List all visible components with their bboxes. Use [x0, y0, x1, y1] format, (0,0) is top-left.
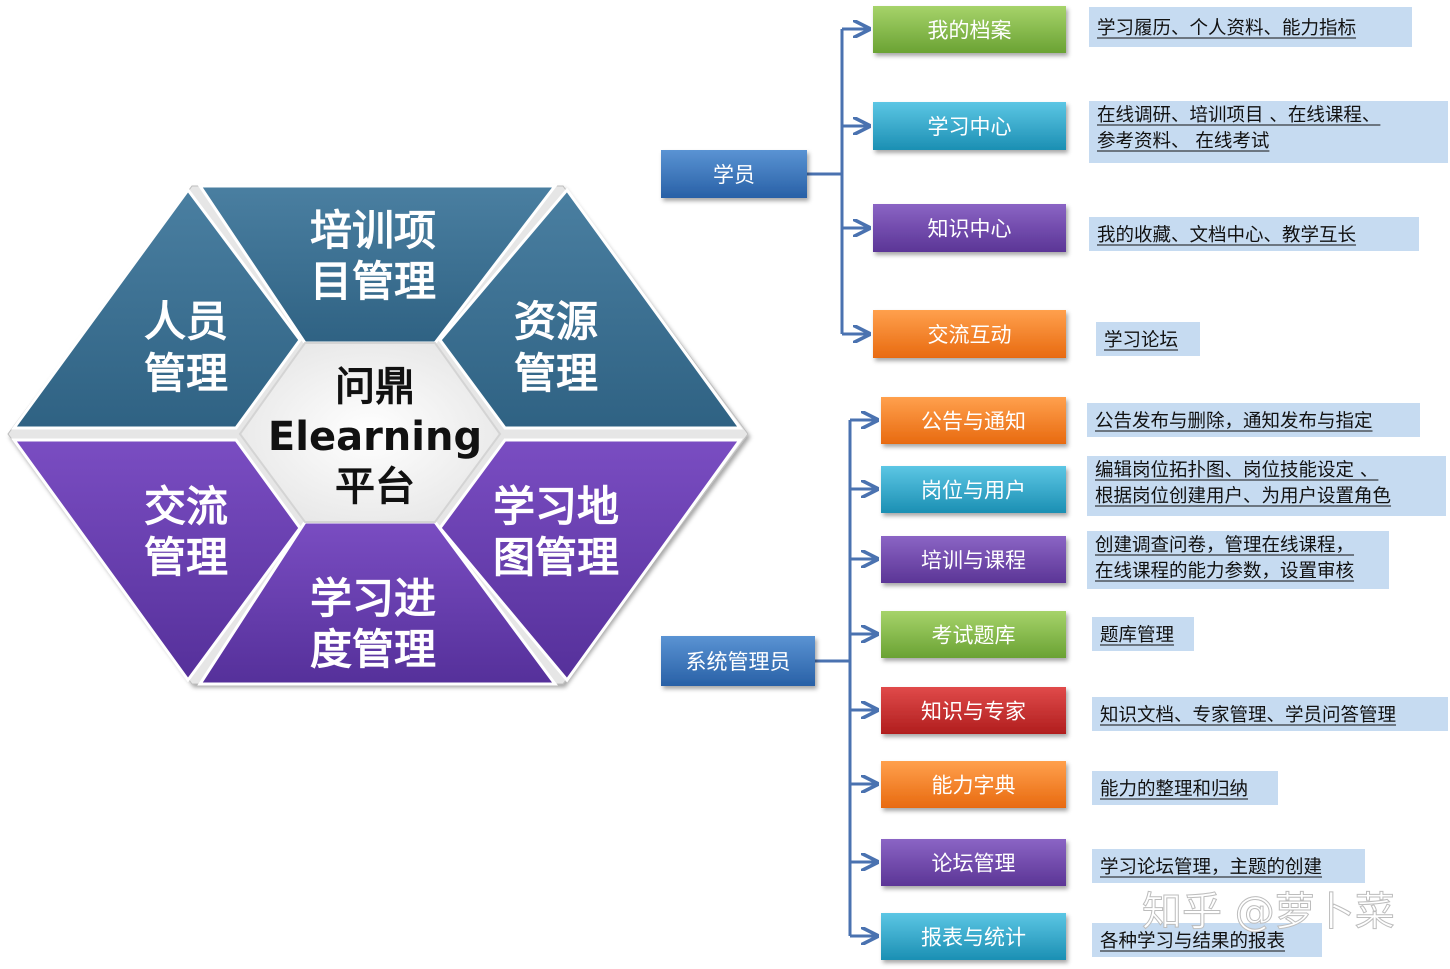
description-text: 根据岗位创建用户、为用户设置角色	[1095, 486, 1391, 507]
description-text: 在线调研、培训项目 、在线课程、	[1097, 105, 1380, 126]
role-label: 系统管理员	[686, 650, 791, 674]
function-item: 我的档案 学习履历、个人资料、能力指标	[842, 6, 1412, 53]
description-box	[1089, 7, 1412, 47]
hex-segment-label-line1: 人员	[144, 297, 228, 346]
hex-segment-label-line2: 度管理	[310, 625, 436, 674]
hex-segment-label-line2: 目管理	[310, 257, 436, 306]
function-box	[873, 310, 1066, 358]
function-box	[881, 611, 1066, 658]
description-text: 学习论坛	[1104, 330, 1178, 351]
function-box	[873, 6, 1066, 53]
function-label: 论坛管理	[932, 852, 1016, 876]
description-text: 各种学习与结果的报表	[1100, 931, 1285, 952]
function-box	[873, 102, 1066, 150]
function-item: 培训与课程 创建调查问卷，管理在线课程， 在线课程的能力参数，设置审核	[850, 531, 1389, 589]
function-item: 考试题库 题库管理	[850, 611, 1194, 658]
description-text: 学习履历、个人资料、能力指标	[1097, 18, 1356, 39]
function-label: 学习中心	[928, 115, 1012, 139]
function-item: 公告与通知 公告发布与删除，通知发布与指定	[850, 397, 1420, 444]
center-title-line1: 问鼎	[335, 364, 415, 410]
description-text: 知识文档、专家管理、学员问答管理	[1100, 705, 1396, 726]
function-box	[881, 536, 1066, 583]
description-box	[1089, 101, 1448, 163]
description-text: 创建调查问卷，管理在线课程，	[1095, 535, 1354, 556]
center-title-line2: Elearning	[268, 414, 482, 460]
description-text: 在线课程的能力参数，设置审核	[1095, 561, 1354, 582]
function-item: 岗位与用户 编辑岗位拓扑图、岗位技能设定 、 根据岗位创建用户、为用户设置角色	[850, 456, 1446, 516]
hex-segment-label-line1: 学习地	[493, 482, 619, 531]
function-box	[881, 839, 1066, 886]
description-text: 我的收藏、文档中心、教学互长	[1097, 225, 1356, 246]
description-box	[1087, 531, 1389, 589]
function-box	[881, 761, 1066, 808]
function-item: 论坛管理 学习论坛管理，主题的创建	[850, 839, 1365, 886]
role-label: 学员	[713, 163, 755, 187]
function-label: 交流互动	[928, 323, 1012, 347]
function-box	[881, 913, 1066, 960]
description-text: 学习论坛管理，主题的创建	[1100, 857, 1322, 878]
description-text: 公告发布与删除，通知发布与指定	[1095, 411, 1373, 432]
watermark: 知乎 @萝卜菜	[1142, 889, 1395, 935]
hexagon-center	[238, 342, 502, 523]
function-label: 知识与专家	[921, 700, 1026, 724]
role-box	[661, 636, 815, 686]
function-item: 知识中心 我的收藏、文档中心、教学互长	[842, 204, 1419, 252]
function-label: 岗位与用户	[921, 479, 1026, 503]
description-text: 编辑岗位拓扑图、岗位技能设定 、	[1095, 460, 1378, 481]
function-label: 培训与课程	[921, 549, 1026, 573]
function-label: 我的档案	[928, 19, 1012, 43]
hex-segment-label-line2: 管理	[144, 349, 228, 398]
function-item: 交流互动 学习论坛	[842, 310, 1200, 358]
hex-segment-upper-left	[11, 187, 302, 430]
center-title-line3: 平台	[335, 464, 415, 510]
hex-segment-label-line2: 管理	[514, 349, 598, 398]
function-box	[881, 397, 1066, 444]
hex-segment-label-line1: 交流	[144, 482, 228, 531]
function-label: 报表与统计	[921, 926, 1026, 950]
function-label: 能力字典	[932, 774, 1016, 798]
description-text: 参考资料、 在线考试	[1097, 131, 1269, 152]
hex-segment-label-line1: 培训项	[310, 206, 436, 255]
function-item: 学习中心 在线调研、培训项目 、在线课程、参考资料、 在线考试	[842, 101, 1448, 163]
function-label: 公告与通知	[921, 410, 1026, 434]
function-label: 知识中心	[928, 217, 1012, 241]
hex-segment-upper-right	[438, 187, 743, 430]
description-text: 题库管理	[1100, 625, 1174, 646]
function-item: 能力字典 能力的整理和归纳	[850, 761, 1278, 808]
hex-segment-label-line1: 资源	[514, 297, 598, 346]
function-box	[873, 204, 1066, 252]
function-item: 报表与统计 各种学习与结果的报表	[850, 913, 1322, 960]
function-box	[881, 687, 1066, 734]
hex-segment-label-line1: 学习进	[310, 574, 436, 623]
function-box	[881, 466, 1066, 513]
hex-segment-label-line2: 管理	[144, 533, 228, 582]
hex-segment-label-line2: 图管理	[493, 533, 619, 582]
hex-segment-lower-left	[11, 438, 302, 683]
function-label: 考试题库	[932, 624, 1016, 648]
role-box	[661, 150, 807, 198]
description-text: 能力的整理和归纳	[1100, 779, 1248, 800]
function-item: 知识与专家 知识文档、专家管理、学员问答管理	[850, 687, 1448, 734]
